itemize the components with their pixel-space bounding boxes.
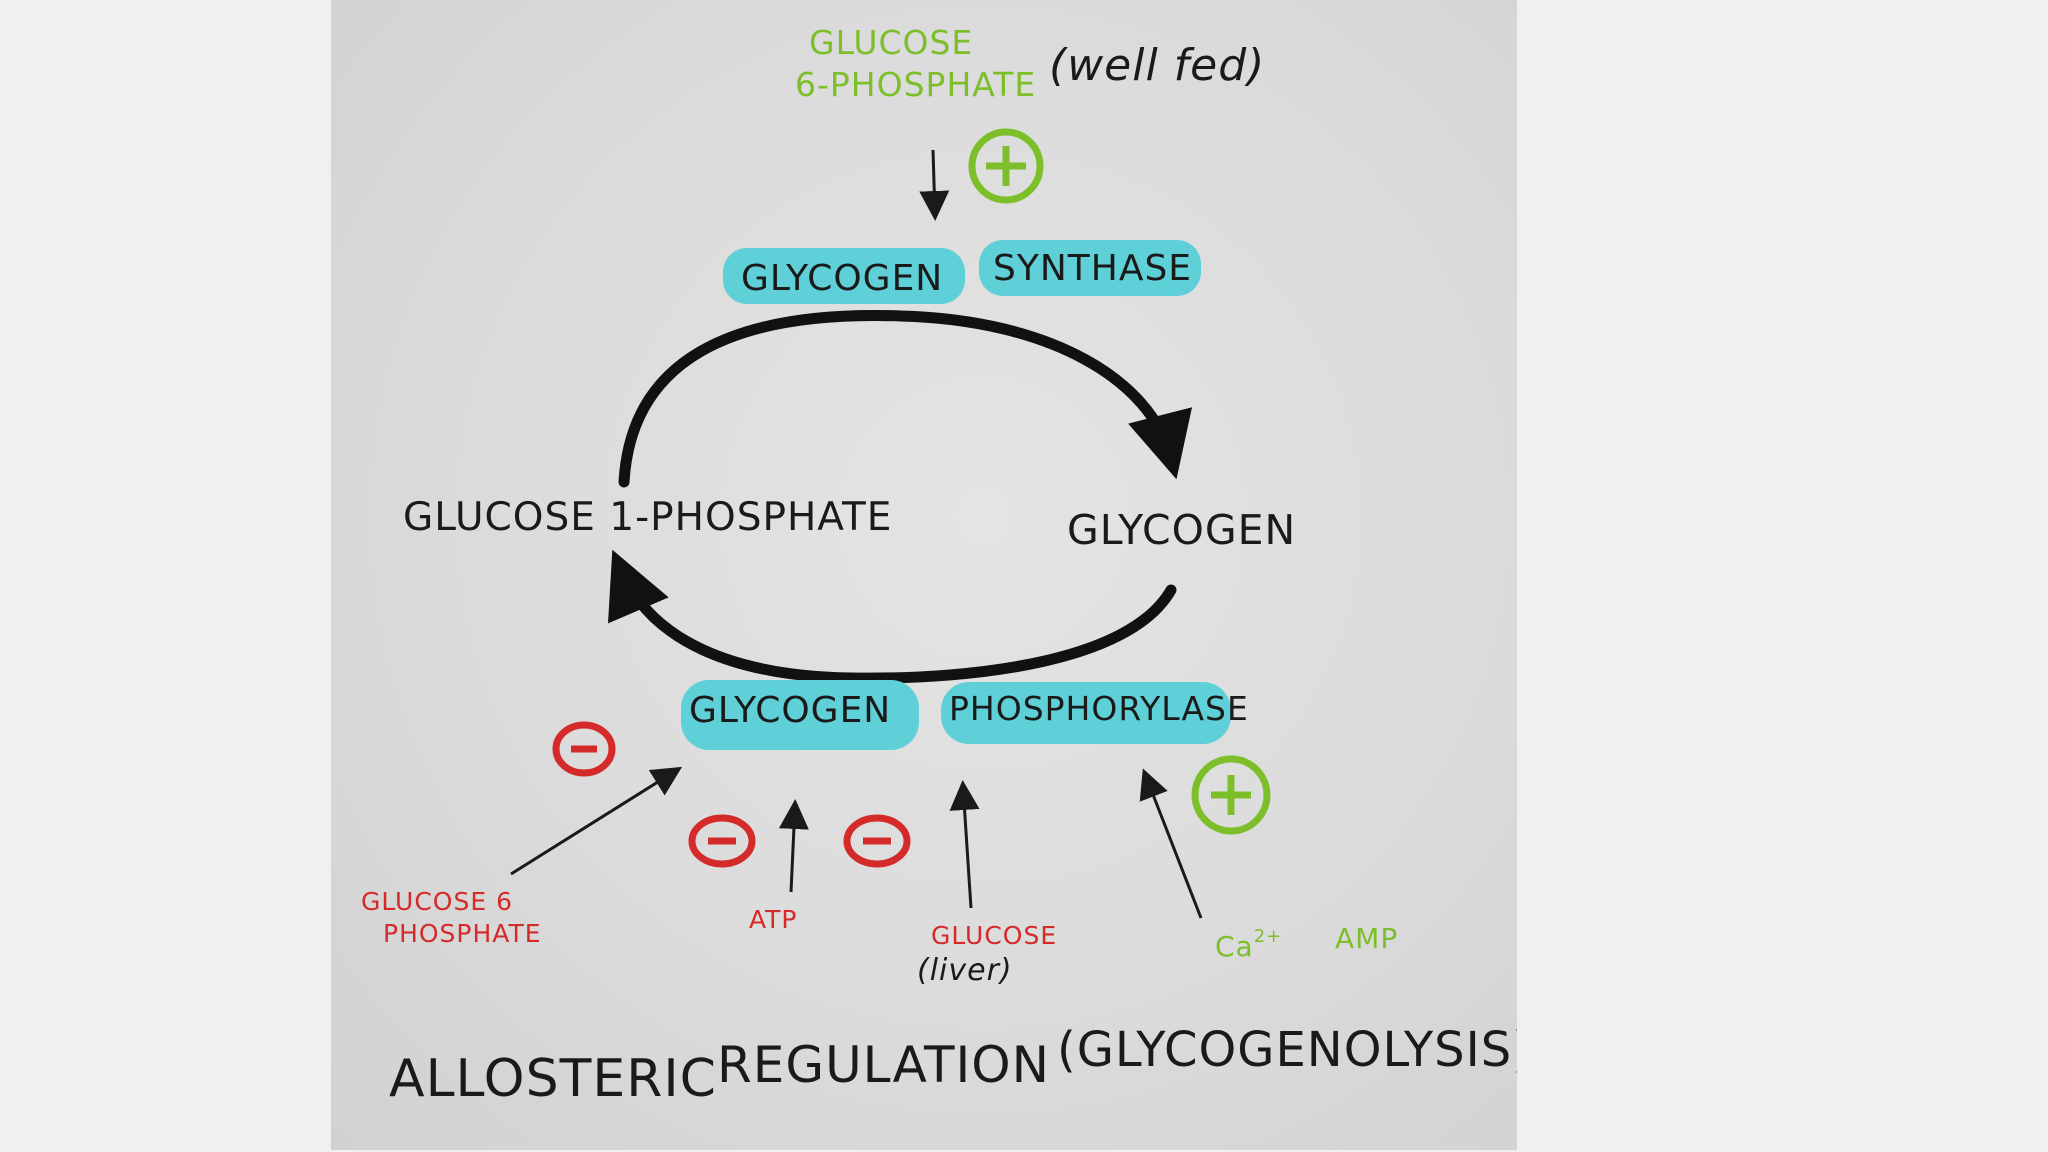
diagram-photo: GLUCOSE 6-PHOSPHATE (well fed) GLYCOGEN … [331, 0, 1517, 1150]
top-regulator-line2: 6-PHOSPHATE [795, 65, 1036, 104]
atp-inhibition-arrow [778, 799, 809, 893]
synthase-highlight-2 [979, 240, 1201, 296]
glucose-1-phosphate-node: GLUCOSE 1-PHOSPHATE [403, 495, 892, 540]
synthesis-arrow [618, 310, 1192, 488]
minus-icon-atp [688, 814, 756, 868]
liver-note: (liver) [917, 953, 1013, 988]
phosphorylase-highlight-2 [941, 682, 1231, 744]
top-plus-icon [968, 128, 1044, 204]
well-fed-note: (well fed) [1049, 40, 1265, 91]
activator-arrow [1139, 768, 1203, 919]
top-regulator-line1: GLUCOSE [809, 23, 973, 62]
synthase-word1: GLYCOGEN [741, 258, 943, 299]
bottom-plus-icon [1191, 755, 1271, 835]
calcium-charge: 2+ [1254, 926, 1283, 947]
g6p-label-line1: GLUCOSE 6 [361, 887, 513, 916]
top-activation-arrow [919, 149, 950, 221]
synthase-word2: SYNTHASE [993, 248, 1192, 289]
title-word2: REGULATION [717, 1036, 1050, 1094]
phosphorylase-word1: GLYCOGEN [689, 690, 891, 731]
phosphorylase-highlight-1 [681, 680, 919, 750]
glucose-inhibition-arrow [949, 780, 980, 909]
synthase-highlight-1 [723, 248, 965, 304]
glycogen-node: GLYCOGEN [1067, 506, 1296, 554]
title-word1: ALLOSTERIC [389, 1049, 717, 1109]
phosphorylase-word2: PHOSPHORYLASE [949, 689, 1249, 728]
calcium-label: Ca2+ [1215, 926, 1282, 963]
glucose-label: GLUCOSE [931, 921, 1057, 950]
regulation-diagram: GLUCOSE 6-PHOSPHATE (well fed) GLYCOGEN … [361, 23, 1517, 1109]
atp-label: ATP [749, 905, 798, 934]
title-word3: (GLYCOGENOLYSIS) [1057, 1022, 1517, 1078]
g6p-label-line2: PHOSPHATE [383, 919, 542, 948]
g6p-inhibition-arrow [510, 766, 683, 876]
amp-label: AMP [1335, 922, 1398, 955]
minus-icon-g6p [552, 721, 616, 777]
breakdown-arrow [608, 549, 1177, 684]
calcium-base: Ca [1215, 930, 1254, 963]
minus-icon-glucose [843, 814, 911, 868]
